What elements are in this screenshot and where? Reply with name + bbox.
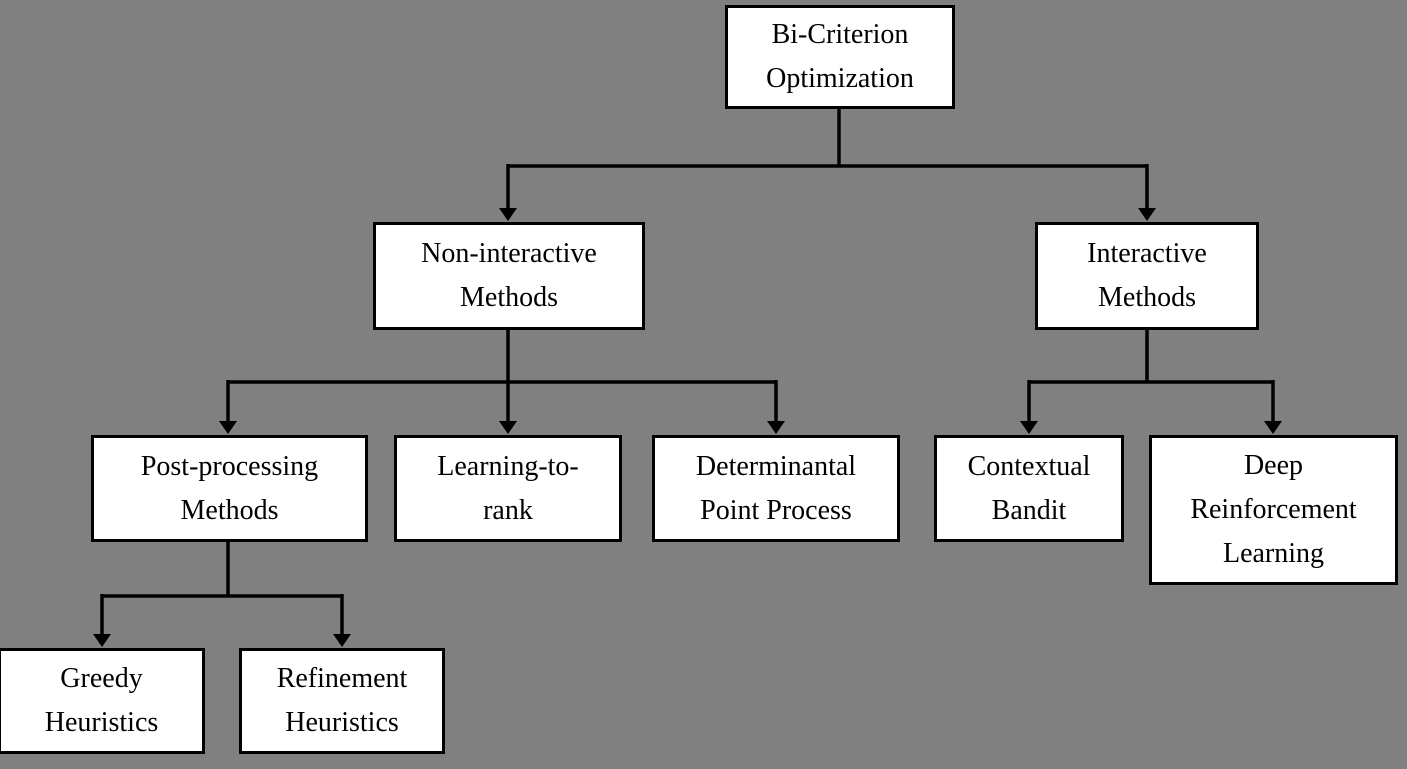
node-label: Greedy Heuristics — [44, 663, 159, 738]
node-label: Refinement Heuristics — [276, 663, 408, 738]
branch-interactive — [1020, 330, 1282, 434]
node-bi-criterion-optimization: Bi-Criterion Optimization — [725, 5, 955, 109]
branch-post-processing — [93, 542, 351, 647]
node-interactive-methods: Interactive Methods — [1035, 222, 1259, 330]
branch-non-interactive — [219, 330, 785, 434]
node-label: Interactive Methods — [1087, 238, 1207, 313]
arrowhead-down-icon — [93, 634, 111, 647]
node-label: Learning-to-rank — [437, 450, 579, 526]
node-label: Contextual Bandit — [967, 450, 1091, 526]
branch-root — [499, 109, 1156, 221]
node-non-interactive-methods: Non-interactive Methods — [373, 222, 645, 330]
node-refinement-heuristics: Refinement Heuristics — [239, 648, 445, 754]
node-greedy-heuristics: Greedy Heuristics — [0, 648, 205, 754]
arrowhead-down-icon — [1020, 421, 1038, 434]
node-label: Non-interactive Methods — [421, 238, 597, 313]
node-label: Bi-Criterion Optimization — [766, 19, 914, 94]
arrowhead-down-icon — [219, 421, 237, 434]
node-label: Determinantal Point Process — [695, 450, 857, 526]
arrowhead-down-icon — [1138, 208, 1156, 221]
node-learning-to-rank: Learning-to-rank — [394, 435, 622, 542]
arrowhead-down-icon — [499, 421, 517, 434]
node-label: Post-processing Methods — [140, 450, 319, 526]
node-contextual-bandit: Contextual Bandit — [934, 435, 1124, 542]
node-deep-reinforcement-learning: Deep Reinforcement Learning — [1149, 435, 1398, 585]
arrowhead-down-icon — [1264, 421, 1282, 434]
node-post-processing-methods: Post-processing Methods — [91, 435, 368, 542]
arrowhead-down-icon — [499, 208, 517, 221]
arrowhead-down-icon — [333, 634, 351, 647]
node-label: Deep Reinforcement Learning — [1190, 450, 1357, 569]
node-determinantal-point-process: Determinantal Point Process — [652, 435, 900, 542]
arrowhead-down-icon — [767, 421, 785, 434]
